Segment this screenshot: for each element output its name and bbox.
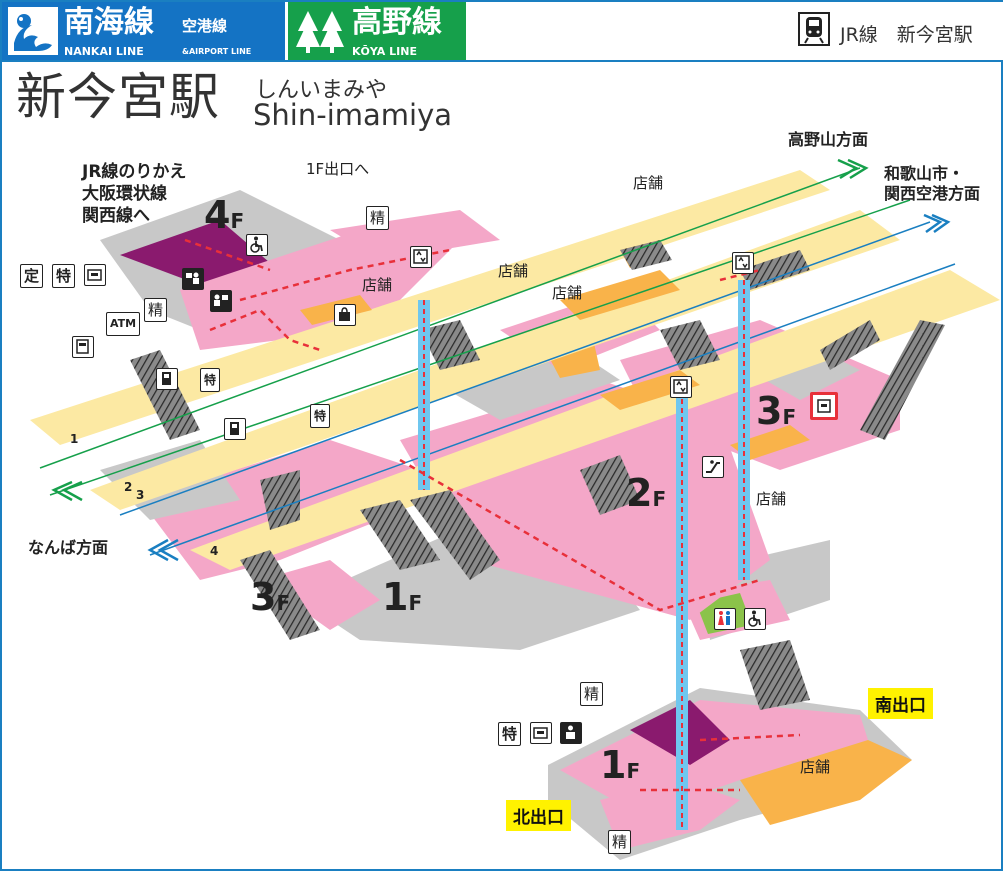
station-name-jp: 新今宮駅 [16,68,220,126]
shop-label-top: 店舗 [633,174,664,192]
track-number-2: 2 [124,480,133,494]
floor-label-3f-right: 3F [756,389,797,433]
shop-label-3f: 店舗 [552,284,583,302]
floor-label-1f-bottom: 1F [600,743,641,787]
nankai-line-en: NANKAI LINE [64,45,144,58]
floor-1f-lower [548,688,912,860]
jr-train-icon [798,12,830,46]
track-number-4: 4 [210,544,219,558]
elevator-icon-4f [410,246,432,268]
direction-koyasan: 高野山方面 [788,130,869,149]
limited-express-sign-1f: 特 [498,722,522,746]
vending-machine-icon [156,368,178,390]
header-bar: 南海線 空港線 NANKAI LINE &AIRPORT LINE 高野線 KŌ… [2,2,1003,62]
jr-transfer-line3: 関西線へ [82,206,150,226]
staircases [130,240,945,710]
north-exit-label: 北出口 [506,800,571,831]
ticket-office-icon [84,264,106,286]
jr-transfer-line1: JR線のりかえ [82,162,187,182]
direction-namba: なんば方面 [28,538,109,557]
shop-label-right: 店舗 [756,490,787,508]
coin-locker-icon [810,392,838,420]
elevator-icon-3f [732,252,754,274]
fare-adjustment-sign-1f-bottom: 精 [608,830,632,854]
shop-label-platform: 店舗 [498,262,529,280]
floor-label-4f: 4F [204,193,245,237]
shopping-bag-icon [334,304,356,326]
elevator-shaft-right [738,280,750,580]
nankai-line-sub: 空港線 [182,17,228,35]
track-line-1 [39,167,861,469]
atm-sign: ATM [106,312,141,336]
track-number-1: 1 [70,432,79,446]
shop-label-1f: 店舗 [800,758,831,776]
koya-line-en: KŌYA LINE [352,45,417,58]
jr-connection-label: JR線 新今宮駅 [840,24,973,46]
koya-logo-icon [296,11,344,53]
track-line-2 [49,199,911,496]
station-name-kana: しんいまみや [255,78,388,103]
fare-adjustment-sign-1f-top: 精 [580,682,604,706]
floor-label-3f-left: 3F [250,575,291,619]
track-line-3 [119,221,931,516]
station-staff-icon-1f [560,722,582,744]
ticket-staff-icon [182,268,204,290]
south-exit-label: 南出口 [868,688,933,719]
koya-line-block: 高野線 KŌYA LINE [288,2,466,60]
floor-label-1f-middle: 1F [382,575,423,619]
track-line-4 [149,263,956,556]
wheelchair-icon [246,234,268,256]
station-staff-icon [210,290,232,312]
ticket-machine-icon [72,336,94,358]
nankai-line-name: 南海線 [64,5,154,40]
fare-adjustment-sign-top: 精 [366,206,390,230]
restroom-icon [714,608,736,630]
station-name-romaji: Shin-imamiya [253,98,453,132]
jr-transfer-line2: 大阪環状線 [82,184,167,204]
platform-2-3 [90,210,900,510]
shop-label-4f: 店舗 [362,276,393,294]
limited-express-sign-4f: 特 [200,368,221,392]
elevator-icon-2f [670,376,692,398]
nankai-logo-icon [8,7,58,55]
track-number-3: 3 [136,488,145,502]
wheelchair-icon-2f [744,608,766,630]
track-lines [39,158,956,562]
elevator-shafts [418,280,750,830]
shop-1f-area [740,740,912,825]
platform-4 [190,270,1000,570]
nankai-line-en-sub: &AIRPORT LINE [182,47,252,56]
floor-label-2f: 2F [626,471,667,515]
direction-wakayama-line1: 和歌山市・ [884,164,965,183]
koya-line-name: 高野線 [352,5,442,40]
vending-machine-icon-3f [224,418,246,440]
escalator-icon [702,456,724,478]
ticket-office-icon-1f [530,722,552,744]
to-1f-exit-label: 1F出口へ [306,160,370,178]
fare-adjustment-sign-4f: 精 [144,298,168,322]
limited-express-sign-3f: 特 [310,404,331,428]
limited-express-sign: 特 [52,264,76,288]
nankai-line-block: 南海線 空港線 NANKAI LINE &AIRPORT LINE [2,2,285,60]
commuter-pass-sign: 定 [20,264,44,288]
direction-wakayama-line2: 関西空港方面 [884,184,981,203]
